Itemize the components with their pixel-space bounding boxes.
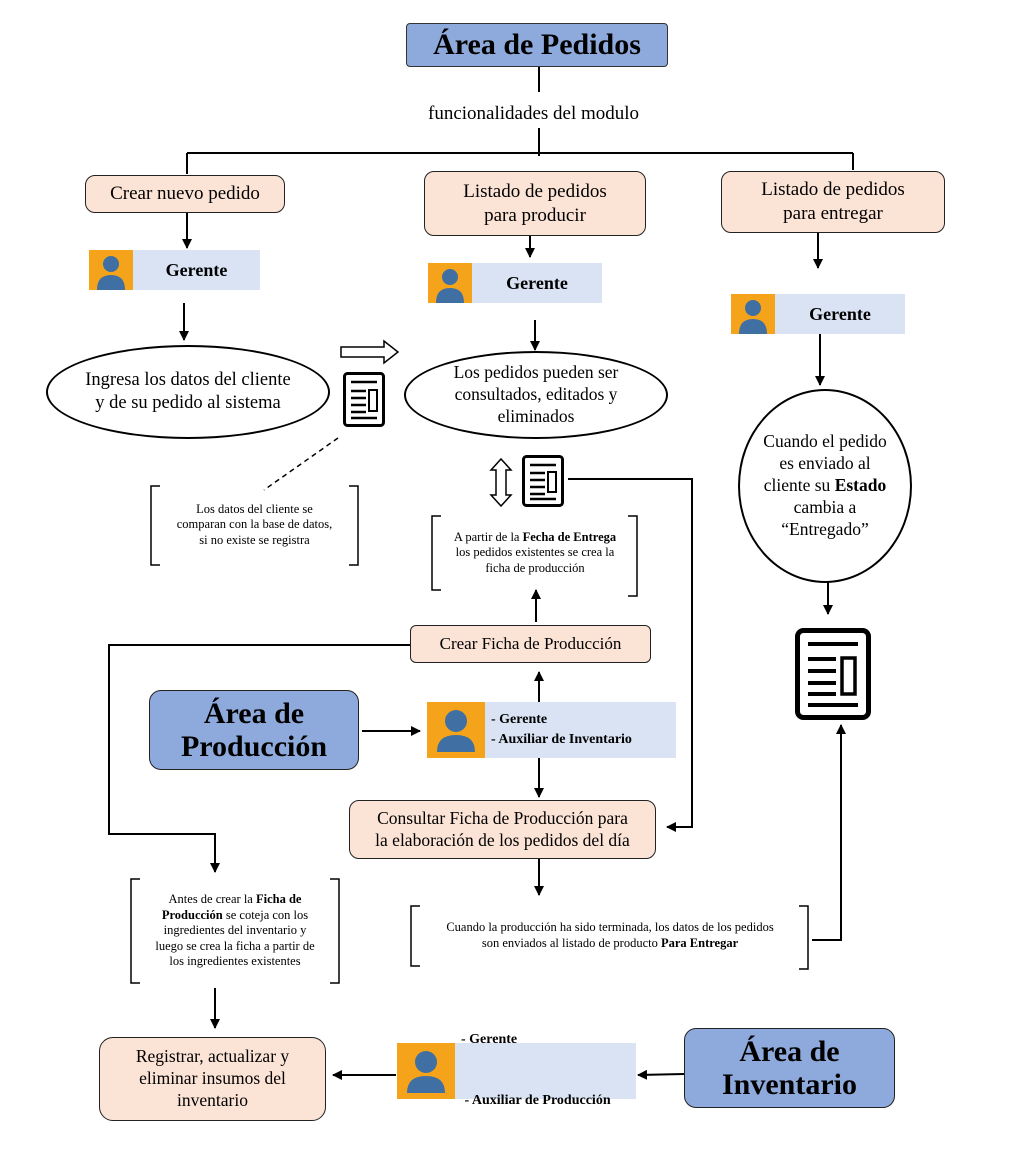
antes-crear-ficha-note: Antes de crear la Ficha de Producción se…	[138, 882, 332, 980]
estado-bold: Estado	[834, 475, 887, 496]
ficha-produccion-bold: Ficha de Producción	[161, 891, 302, 922]
fecha-entrega-bold: Fecha de Entrega	[522, 529, 617, 544]
role-auxiliar-inventario: - Auxiliar de Inventario	[491, 732, 632, 747]
document-icon	[343, 372, 385, 427]
registrar-insumos-box: Registrar, actualizar y eliminar insumos…	[99, 1037, 326, 1121]
user-avatar-icon	[731, 294, 775, 334]
produccion-roles: - Gerente - Auxiliar de Inventario	[427, 702, 676, 758]
gerente-label: Gerente	[165, 259, 228, 280]
crear-ficha-box: Crear Ficha de Producción	[410, 625, 651, 663]
para-entregar-bold: Para Entregar	[660, 936, 739, 950]
user-avatar-icon	[428, 263, 472, 303]
hollow-updown-arrow	[489, 457, 513, 508]
user-avatar-icon	[89, 250, 133, 290]
note-text: A partir de la	[453, 529, 523, 544]
area-produccion-box: Área de Producción	[149, 690, 359, 770]
note-text: los pedidos existentes se crea la ficha …	[455, 545, 615, 575]
listado-entregar-box: Listado de pedidos para entregar	[721, 171, 945, 233]
area-inventario-box: Área de Inventario	[684, 1028, 895, 1108]
pedidos-consultados-ellipse: Los pedidos pueden ser consultados, edit…	[404, 351, 668, 439]
pedido-entregado-circle: Cuando el pedido es enviado al cliente s…	[738, 389, 912, 583]
fecha-entrega-note: A partir de la Fecha de Entrega los pedi…	[438, 520, 632, 586]
gerente-role-col1: Gerente	[89, 250, 260, 290]
document-icon	[795, 628, 871, 720]
note-text: Cuando la producción ha sido terminada, …	[446, 920, 774, 950]
hollow-right-arrow	[340, 339, 400, 365]
datos-cliente-note: Los datos del cliente se comparan con la…	[176, 501, 333, 547]
area-pedidos-title: Área de Pedidos	[406, 23, 668, 67]
consultar-ficha-box: Consultar Ficha de Producción para la el…	[349, 800, 656, 859]
role-gerente: - Gerente	[461, 1032, 518, 1048]
crear-nuevo-pedido-box: Crear nuevo pedido	[85, 175, 285, 213]
gerente-label: Gerente	[809, 303, 871, 324]
role-gerente: - Gerente	[491, 711, 548, 727]
circle-text-after: cambia a “Entregado”	[781, 496, 869, 539]
produccion-terminada-note: Cuando la producción ha sido terminada, …	[416, 912, 804, 960]
user-avatar-icon	[397, 1043, 455, 1099]
gerente-role-col3: Gerente	[731, 294, 905, 334]
circle-text-before: Cuando el pedido es enviado al cliente s…	[763, 431, 887, 496]
inventario-roles: - Gerente - Auxiliar de Producción	[397, 1032, 636, 1108]
user-avatar-icon	[427, 702, 485, 758]
document-icon	[522, 455, 564, 507]
ingresa-datos-ellipse: Ingresa los datos del cliente y de su pe…	[46, 345, 330, 439]
note-text: Antes de crear la	[168, 891, 256, 906]
role-auxiliar-produccion: - Auxiliar de Producción	[461, 1093, 611, 1109]
modulo-subtitle: funcionalidades del modulo	[428, 103, 640, 124]
gerente-label: Gerente	[506, 272, 568, 293]
listado-producir-box: Listado de pedidos para producir	[424, 171, 646, 236]
gerente-role-col2: Gerente	[428, 263, 602, 303]
note-text: se coteja con los ingredientes del inven…	[155, 907, 315, 969]
